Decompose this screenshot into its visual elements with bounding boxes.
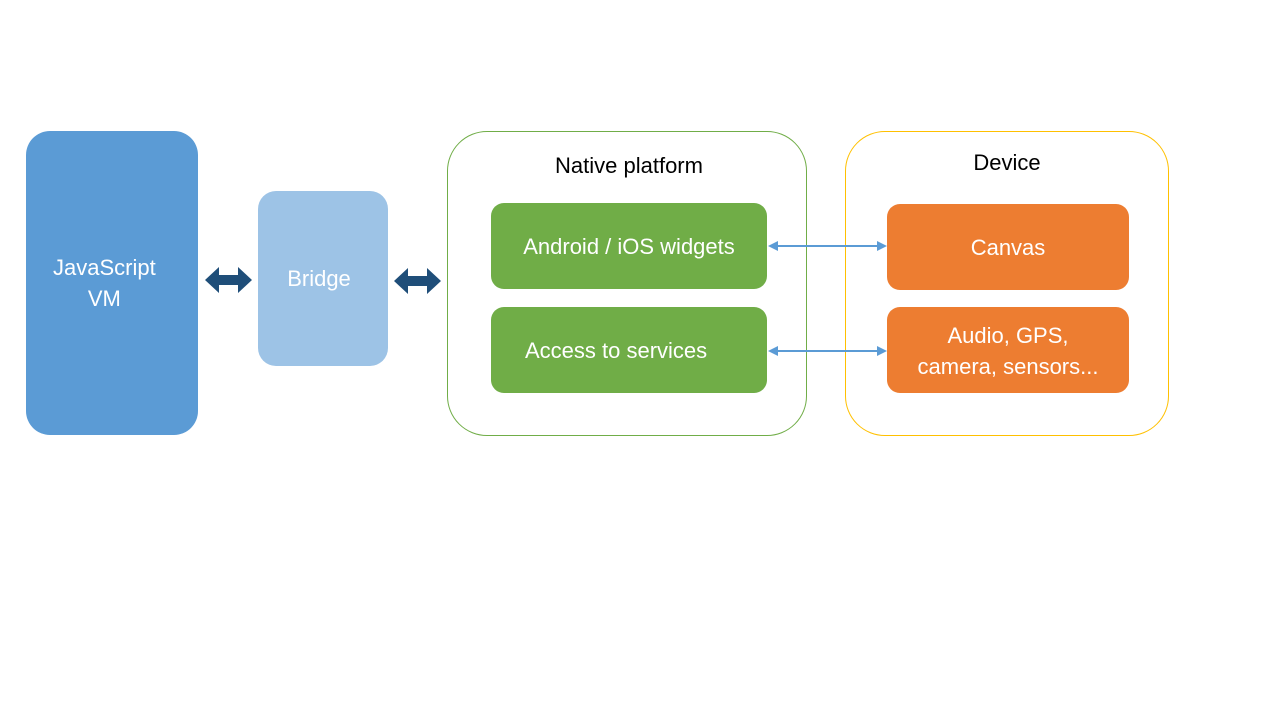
native-platform-title: Native platform: [555, 153, 703, 178]
vm-bridge-double-arrow: [205, 267, 252, 293]
audio-gps-camera-sensors-node: Audio, GPS, camera, sensors...: [887, 307, 1129, 393]
bridge-label: Bridge: [287, 266, 351, 291]
javascript-vm-node: JavaScript VM: [26, 131, 198, 435]
audio-gps-camera-sensors-label: Audio, GPS, camera, sensors...: [917, 323, 1099, 379]
bridge-native-double-arrow: [394, 268, 441, 294]
android-ios-widgets-node: Android / iOS widgets: [491, 203, 767, 289]
access-to-services-node: Access to services: [491, 307, 767, 393]
android-ios-widgets-label: Android / iOS widgets: [523, 233, 735, 259]
bridge-node: Bridge: [258, 191, 388, 366]
device-title: Device: [973, 150, 1041, 175]
javascript-vm-label: JavaScript VM: [53, 255, 156, 311]
canvas-node: Canvas: [887, 204, 1129, 290]
canvas-label: Canvas: [970, 234, 1046, 260]
access-to-services-label: Access to services: [525, 337, 708, 363]
